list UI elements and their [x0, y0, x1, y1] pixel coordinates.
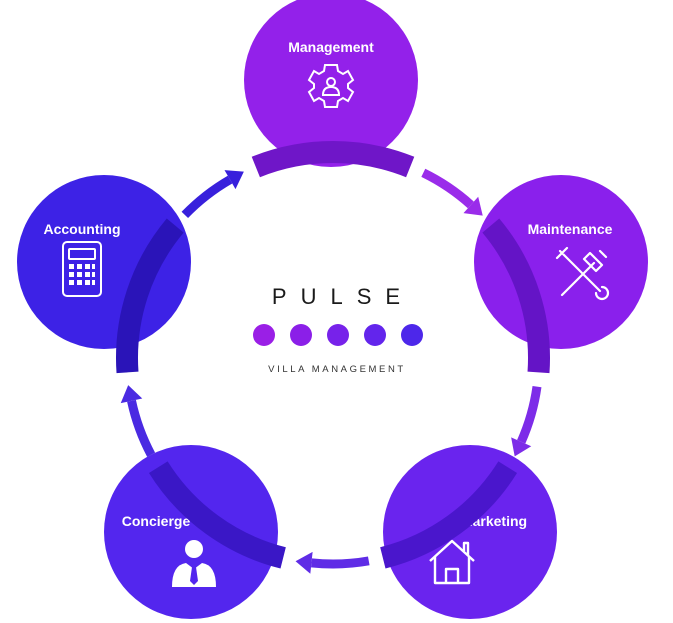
ring-shade-concierge	[148, 461, 286, 569]
arrow-management-to-maintenance	[421, 168, 483, 216]
ring-shade-accounting	[116, 218, 184, 374]
node-maintenance: Maintenance	[474, 175, 648, 349]
node-management: Management	[244, 0, 418, 167]
node-marketing: Marketing	[383, 445, 557, 619]
brand-dot	[364, 324, 386, 346]
brand-dot	[253, 324, 275, 346]
cycle-ring	[116, 141, 550, 569]
arrowhead	[463, 196, 483, 216]
node-accounting-circle	[17, 175, 191, 349]
gear-user-icon	[307, 64, 355, 108]
brand-title: PULSE	[272, 284, 414, 309]
brand-dot	[327, 324, 349, 346]
node-circles: Management Maintenance Marketing	[17, 0, 648, 619]
ring-shade-maintenance	[482, 218, 550, 374]
node-accounting: Accounting	[17, 175, 191, 349]
node-maintenance-label: Maintenance	[528, 221, 613, 237]
house-icon	[429, 539, 475, 585]
node-management-label: Management	[288, 39, 374, 55]
arrow-maintenance-to-marketing	[511, 385, 542, 457]
node-marketing-circle	[383, 445, 557, 619]
node-concierge: Concierge	[104, 445, 278, 619]
arrow-concierge-to-accounting	[120, 385, 156, 457]
cycle-arrows	[120, 168, 542, 574]
arrow-marketing-to-concierge	[295, 551, 370, 574]
arrowhead	[511, 437, 532, 457]
arrowhead	[224, 170, 244, 190]
calculator-icon	[62, 241, 102, 297]
brand-dot	[401, 324, 423, 346]
arrowhead	[120, 385, 143, 404]
arrowhead	[295, 551, 313, 574]
brand-subtitle: VILLA MANAGEMENT	[268, 364, 406, 375]
node-concierge-label: Concierge	[122, 513, 191, 529]
node-accounting-label: Accounting	[44, 221, 121, 237]
ring-shade-marketing	[380, 461, 518, 569]
arrow-accounting-to-management	[181, 170, 244, 219]
ring-shade-management	[251, 141, 415, 178]
brand-dot	[290, 324, 312, 346]
wrench-hammer-icon	[555, 246, 610, 301]
node-management-circle	[244, 0, 418, 167]
brand-dots	[253, 324, 423, 346]
brand-logo: PULSE VILLA MANAGEMENT	[253, 284, 423, 375]
node-concierge-circle	[104, 445, 278, 619]
person-tie-icon	[172, 540, 216, 587]
node-maintenance-circle	[474, 175, 648, 349]
